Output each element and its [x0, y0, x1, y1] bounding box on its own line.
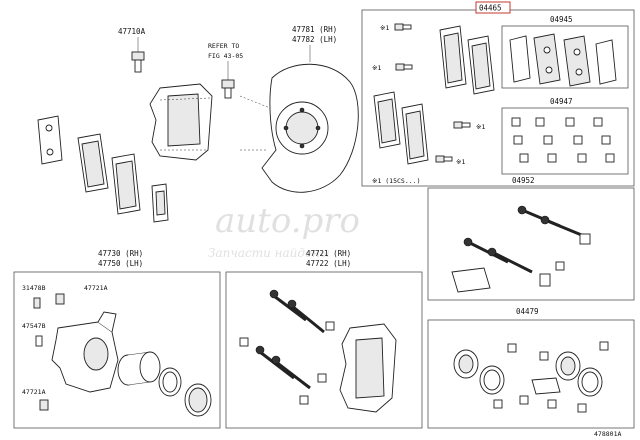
label-04947: 04947 [550, 97, 573, 106]
label-04952: 04952 [512, 176, 535, 185]
caliper-set-group: 47721 (RH) 47722 (LH) [225, 249, 423, 429]
label-47781-rh: 47781 (RH) [292, 25, 337, 34]
label-47721A-top: 47721A [84, 284, 108, 292]
label-note: ※1 (15CS...) [372, 177, 421, 185]
frame-04465 [361, 9, 635, 187]
frame-47730 [13, 271, 221, 429]
label-04945: 04945 [550, 15, 573, 24]
seal-kit-04479: 04479 [427, 307, 635, 429]
figure-code: 478801A [594, 430, 621, 438]
label-star1-a: ※1 [380, 24, 389, 32]
label-04479: 04479 [516, 307, 539, 316]
label-47721A-bottom: 47721A [22, 388, 46, 396]
label-31478B: 31478B [22, 284, 46, 292]
label-47547B: 47547B [22, 322, 46, 330]
frame-47721 [225, 271, 423, 429]
label-star1-b: ※1 [372, 64, 381, 72]
label-refer-to: REFER TO [208, 42, 239, 50]
dust-cover-group: REFER TO FIG 43-05 47781 (RH) 47782 (LH) [208, 25, 359, 193]
pin-kit-04952: 04952 [427, 176, 635, 301]
frame-04947 [501, 107, 629, 175]
clip-set [511, 117, 615, 163]
label-fig-ref: FIG 43-05 [208, 52, 243, 60]
label-04465: 04465 [479, 4, 502, 13]
frame-04945 [501, 25, 629, 89]
watermark-brand: auto.pro [215, 201, 360, 241]
cylinder-group: 47730 (RH) 47750 (LH) 31478B 47721A 4754… [13, 249, 221, 429]
label-star1-c: ※1 [476, 123, 485, 131]
frame-04952 [427, 187, 635, 301]
label-47710A: 47710A [118, 27, 146, 36]
frame-04479 [427, 319, 635, 429]
label-star1-d: ※1 [456, 158, 465, 166]
watermark: auto.pro Запчасти найдены [208, 201, 360, 260]
slide-pins [463, 205, 585, 274]
pad-kit-04465: 04465 ※1 ※1 ※1 ※1 ※1 (15CS...) 04945 049 [361, 1, 635, 187]
label-47722-lh: 47722 (LH) [306, 259, 351, 268]
guide-pins [255, 289, 325, 390]
label-47750-lh: 47750 (LH) [98, 259, 143, 268]
bracket-group: 47710A [37, 27, 213, 223]
label-47721-rh: 47721 (RH) [306, 249, 351, 258]
watermark-subtitle: Запчасти найдены [208, 246, 330, 260]
label-47782-lh: 47782 (LH) [292, 35, 337, 44]
label-47730-rh: 47730 (RH) [98, 249, 143, 258]
